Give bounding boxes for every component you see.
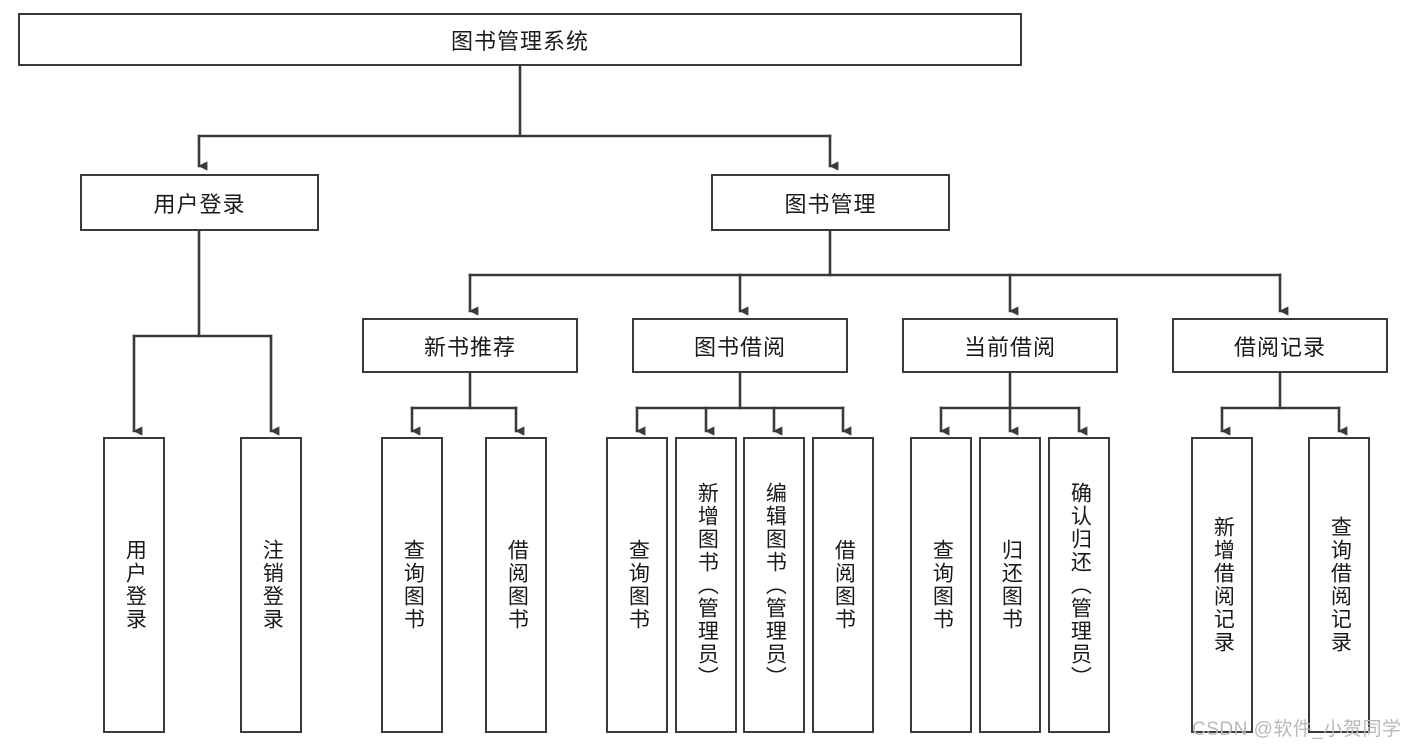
- leaf-user-login-login[interactable]: 用户登录: [103, 437, 165, 733]
- node-label: 图书管理: [784, 191, 877, 217]
- node-current-borrow[interactable]: 当前借阅: [902, 318, 1118, 373]
- node-book-management[interactable]: 图书管理: [711, 174, 950, 231]
- leaf-label: 查询图书: [930, 539, 954, 631]
- leaf-current-borrow-query-book[interactable]: 查询图书: [910, 437, 972, 733]
- leaf-new-book-borrow-book[interactable]: 借阅图书: [485, 437, 547, 733]
- node-borrow-record[interactable]: 借阅记录: [1172, 318, 1388, 373]
- leaf-label: 确认归还（管理员）: [1068, 481, 1092, 689]
- leaf-label: 用户登录: [123, 539, 147, 631]
- leaf-label: 新增借阅记录: [1211, 516, 1235, 654]
- leaf-book-borrow-query-book[interactable]: 查询图书: [606, 437, 668, 733]
- leaf-label: 编辑图书（管理员）: [763, 481, 787, 689]
- node-label: 当前借阅: [963, 334, 1056, 360]
- node-user-login[interactable]: 用户登录: [80, 174, 319, 231]
- node-label: 借阅记录: [1233, 334, 1326, 360]
- node-label: 图书借阅: [693, 334, 786, 360]
- leaf-label: 借阅图书: [505, 539, 529, 631]
- leaf-current-borrow-confirm-return-admin[interactable]: 确认归还（管理员）: [1048, 437, 1110, 733]
- leaf-label: 注销登录: [260, 539, 284, 631]
- leaf-label: 查询图书: [401, 539, 425, 631]
- watermark-text: CSDN @软件_小贺同学: [1192, 719, 1402, 740]
- leaf-book-borrow-add-book-admin[interactable]: 新增图书（管理员）: [675, 437, 737, 733]
- leaf-borrow-record-add-record[interactable]: 新增借阅记录: [1191, 437, 1253, 733]
- node-book-borrow[interactable]: 图书借阅: [632, 318, 848, 373]
- leaf-new-book-query-book[interactable]: 查询图书: [381, 437, 443, 733]
- leaf-label: 归还图书: [999, 539, 1023, 631]
- node-label: 用户登录: [153, 191, 246, 217]
- node-new-book-recommend[interactable]: 新书推荐: [362, 318, 578, 373]
- leaf-book-borrow-edit-book-admin[interactable]: 编辑图书（管理员）: [743, 437, 805, 733]
- leaf-label: 查询图书: [626, 539, 650, 631]
- node-root-book-management-system[interactable]: 图书管理系统: [18, 13, 1022, 66]
- node-label: 新书推荐: [423, 334, 516, 360]
- leaf-book-borrow-borrow-book[interactable]: 借阅图书: [812, 437, 874, 733]
- leaf-current-borrow-return-book[interactable]: 归还图书: [979, 437, 1041, 733]
- leaf-borrow-record-query-record[interactable]: 查询借阅记录: [1308, 437, 1370, 733]
- node-label: 图书管理系统: [450, 28, 589, 54]
- leaf-label: 新增图书（管理员）: [695, 481, 719, 689]
- leaf-label: 查询借阅记录: [1328, 516, 1352, 654]
- leaf-user-login-logout[interactable]: 注销登录: [240, 437, 302, 733]
- leaf-label: 借阅图书: [832, 539, 856, 631]
